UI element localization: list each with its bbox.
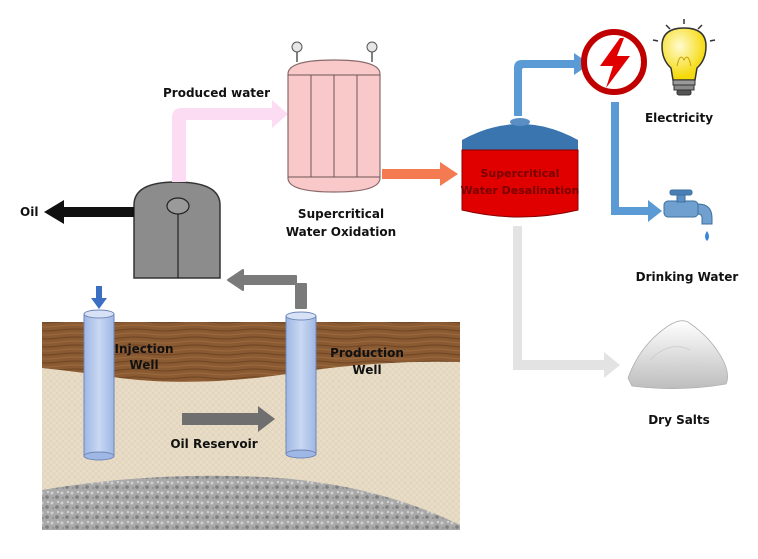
dry-salts-label: Dry Salts [648, 413, 710, 427]
produced-water-label: Produced water [163, 86, 270, 100]
high-voltage-icon [581, 29, 647, 95]
drinking-water-label: Drinking Water [636, 270, 739, 284]
topsoil-layer [42, 322, 460, 382]
reservoir-flow-arrow [182, 406, 275, 432]
power-to-faucet-pipe [611, 102, 662, 222]
injection-arrow [91, 286, 107, 309]
produced-water-arrow [172, 100, 288, 182]
scwd-to-power-pipe [514, 53, 590, 116]
gravel-layer [42, 475, 460, 530]
electricity-label: Electricity [645, 111, 713, 125]
production-to-separator-arrow [227, 269, 307, 309]
production-well [285, 311, 317, 459]
scwd-label-line2: Water Desalination [461, 184, 580, 197]
scwd-label-line1: Supercritical [481, 167, 560, 180]
separator-tank-icon [133, 181, 221, 279]
scwo-label-line2: Water Oxidation [286, 225, 396, 239]
production-well-label-line1: Production [330, 346, 404, 360]
scwo-label-line1: Supercritical [298, 207, 384, 221]
injection-well-label-line1: Injection [114, 342, 173, 356]
light-bulb-icon [652, 19, 716, 96]
production-well-label-line2: Well [352, 363, 381, 377]
scwd-to-salt-arrow [513, 226, 620, 378]
oil-reservoir-label: Oil Reservoir [170, 437, 257, 451]
scwo-to-scwd-arrow [382, 162, 458, 186]
water-faucet-icon [663, 189, 713, 241]
oil-label: Oil [20, 205, 38, 219]
injection-well-label-line2: Well [129, 358, 158, 372]
injection-well [83, 286, 115, 461]
salt-pile-icon [627, 320, 728, 389]
reactor-vessel-icon [287, 41, 381, 193]
oil-arrow [44, 200, 134, 224]
desalination-reactor-icon [461, 118, 579, 218]
ground-cross-section [42, 322, 460, 530]
